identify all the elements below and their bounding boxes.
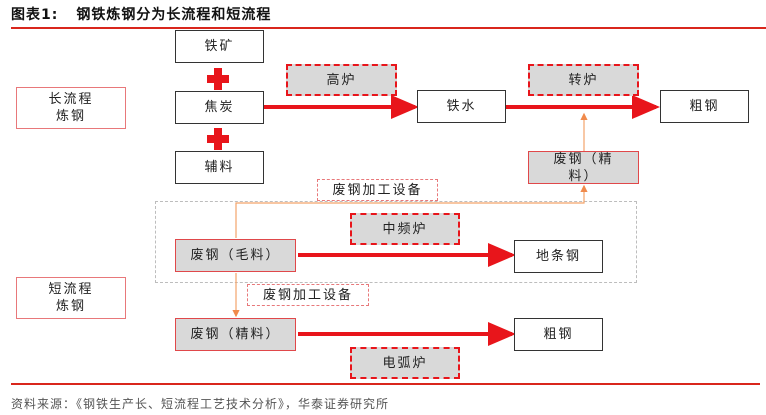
long-process-label: 长流程 炼钢 [16,87,126,129]
coke-box: 焦炭 [175,91,264,124]
crude-steel-box-short: 粗钢 [514,318,603,351]
substandard-steel-box: 地条钢 [514,240,603,273]
blast-furnace-box: 高炉 [286,64,397,96]
crude-steel-box-long: 粗钢 [660,90,749,123]
refined-scrap-box-short: 废钢（精料） [175,318,296,351]
short-process-label: 短流程 炼钢 [16,277,126,319]
converter-box: 转炉 [528,64,639,96]
figure-title-text: 钢铁炼钢分为长流程和短流程 [76,7,272,23]
auxiliary-materials-box: 辅料 [175,151,264,184]
top-rule [11,27,766,29]
hot-metal-box: 铁水 [417,90,506,123]
short-process-label-line2: 炼钢 [55,299,86,314]
refined-scrap-box-long: 废钢（精料） [528,151,639,184]
source-note: 资料来源：《钢铁生产长、短流程工艺技术分析》，华泰证券研究所 [11,397,390,411]
electric-arc-furnace-box: 电弧炉 [350,347,460,379]
short-process-label-line1: 短流程 [48,282,94,297]
plus-icon [207,128,229,150]
induction-furnace-box: 中频炉 [350,213,460,245]
arrow-raw-scrap-to-refined-scrap [235,184,588,238]
figure-number: 图表1: [11,7,59,23]
long-process-label-line2: 炼钢 [55,109,86,124]
bottom-rule [11,383,760,385]
iron-ore-box: 铁矿 [175,30,264,63]
figure-title: 图表1: 钢铁炼钢分为长流程和短流程 [11,4,271,24]
scrap-equipment-label-bottom: 废钢加工设备 [247,284,369,306]
plus-icon [207,68,229,90]
long-process-label-line1: 长流程 [48,92,94,107]
scrap-equipment-label-top: 废钢加工设备 [317,179,438,201]
induction-route-group [155,201,637,283]
raw-scrap-box: 废钢（毛料） [175,239,296,272]
